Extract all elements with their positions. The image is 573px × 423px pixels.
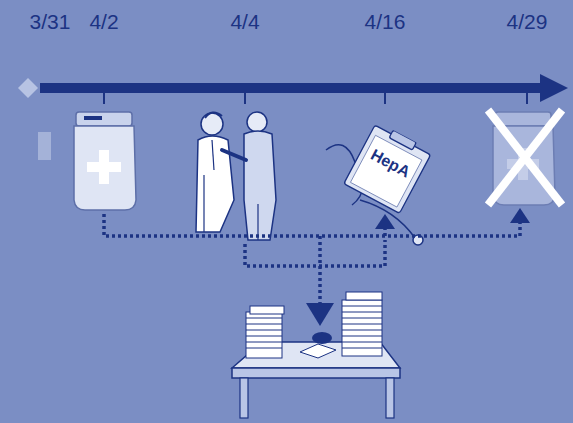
start-diamond (18, 78, 38, 98)
desk-with-papers (232, 292, 400, 418)
timeline-bar (40, 83, 545, 93)
date-label: 4/16 (365, 10, 406, 34)
date-label: 4/29 (507, 10, 548, 34)
up-arrowhead (375, 214, 395, 229)
clipboard-label: HepA (368, 146, 413, 182)
date-label: 4/2 (89, 10, 118, 34)
down-arrowhead (306, 303, 334, 326)
tick-marks (104, 93, 527, 104)
faint-block (38, 132, 51, 160)
doctor-examining-patient (196, 112, 276, 240)
iv-bag (74, 112, 136, 210)
timeline-arrowhead (540, 74, 568, 102)
date-label: 4/4 (230, 10, 259, 34)
cancelled-iv-bag (488, 110, 562, 205)
date-label: 3/31 (30, 10, 71, 34)
up-arrowhead (510, 208, 530, 223)
dotted-report-lines (104, 214, 520, 305)
